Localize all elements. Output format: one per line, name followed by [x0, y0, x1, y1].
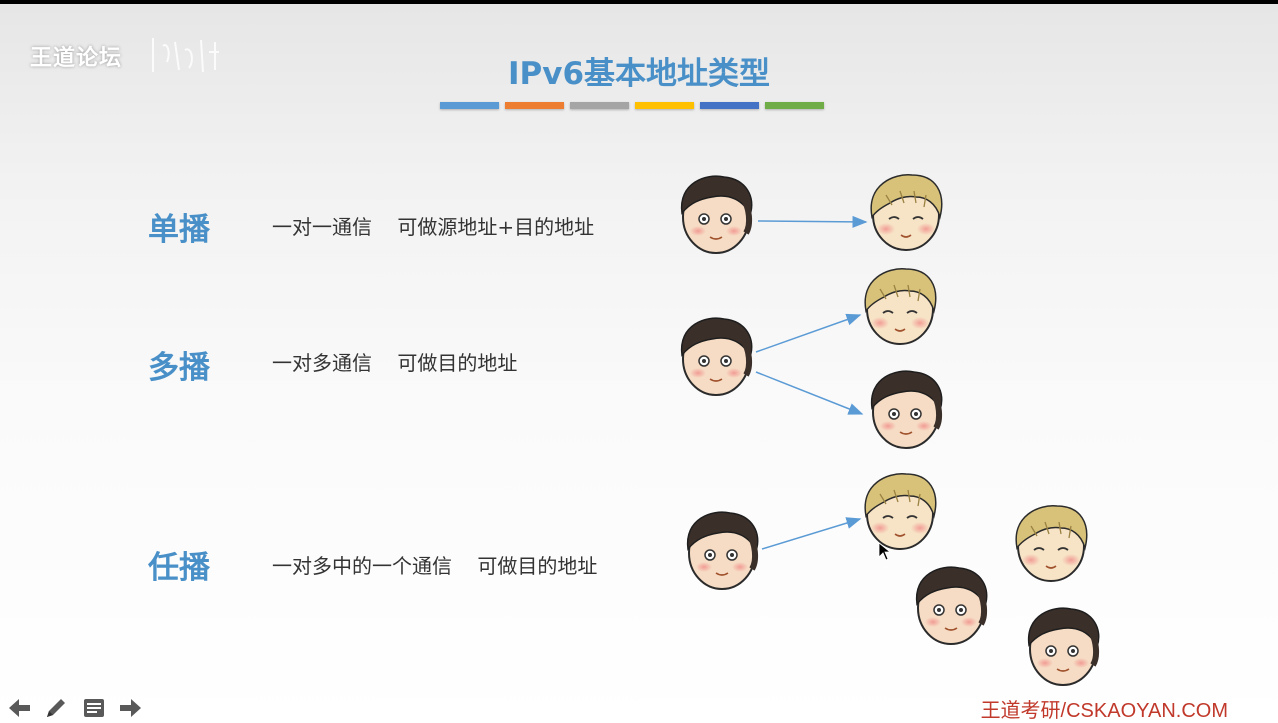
slide: 王道论坛 IPv6基本地址类型 单播 一对一通信 可做源地址+目的地址 多播 一… — [0, 4, 1278, 723]
title-bar-1 — [440, 102, 499, 109]
multicast-arrow-2 — [755, 371, 864, 415]
multicast-arrow-1 — [755, 313, 862, 353]
next-slide-button[interactable] — [116, 694, 144, 722]
menu-icon — [84, 699, 104, 717]
slide-menu-button[interactable] — [80, 694, 108, 722]
anycast-label: 任播 — [148, 550, 210, 586]
arrow-right-icon — [120, 699, 141, 717]
multicast-label: 多播 — [148, 350, 210, 386]
unicast-description: 一对一通信 可做源地址+目的地址 — [272, 215, 595, 239]
multicast-description: 一对多通信 可做目的地址 — [272, 351, 518, 375]
anycast-group-face-2 — [917, 567, 987, 644]
unicast-arrow — [757, 215, 868, 228]
pen-tool-button[interactable] — [42, 694, 70, 722]
prev-slide-button[interactable] — [6, 694, 34, 722]
arrow-left-icon — [9, 699, 30, 717]
anycast-arrow — [761, 517, 862, 550]
pen-icon — [47, 699, 65, 717]
anycast-group-face-1 — [1015, 504, 1088, 582]
anycast-group-face-3 — [1029, 608, 1099, 685]
multicast-receiver-face-2 — [872, 371, 942, 448]
title-bar-5 — [700, 102, 759, 109]
unicast-receiver-face — [870, 173, 943, 251]
multicast-sender-face — [682, 318, 752, 395]
title-bar-3 — [570, 102, 629, 109]
title-bar-4 — [635, 102, 694, 109]
multicast-receiver-face-1 — [864, 267, 937, 345]
title-bar-2 — [505, 102, 564, 109]
title-bar-6 — [765, 102, 824, 109]
title-underline-bars — [440, 102, 824, 109]
signature-mark — [152, 38, 219, 73]
unicast-label: 单播 — [148, 212, 210, 248]
page-title: IPv6基本地址类型 — [507, 56, 771, 92]
anycast-sender-face — [688, 512, 758, 589]
anycast-description: 一对多中的一个通信 可做目的地址 — [272, 554, 598, 578]
mouse-cursor — [878, 542, 892, 561]
watermark: 王道论坛 — [30, 46, 123, 71]
anycast-receiver-face — [864, 472, 937, 550]
address-type-diagram — [0, 4, 1278, 723]
unicast-sender-face — [682, 176, 752, 253]
footer-brand: 王道考研/CSKAOYAN.COM — [980, 700, 1228, 722]
